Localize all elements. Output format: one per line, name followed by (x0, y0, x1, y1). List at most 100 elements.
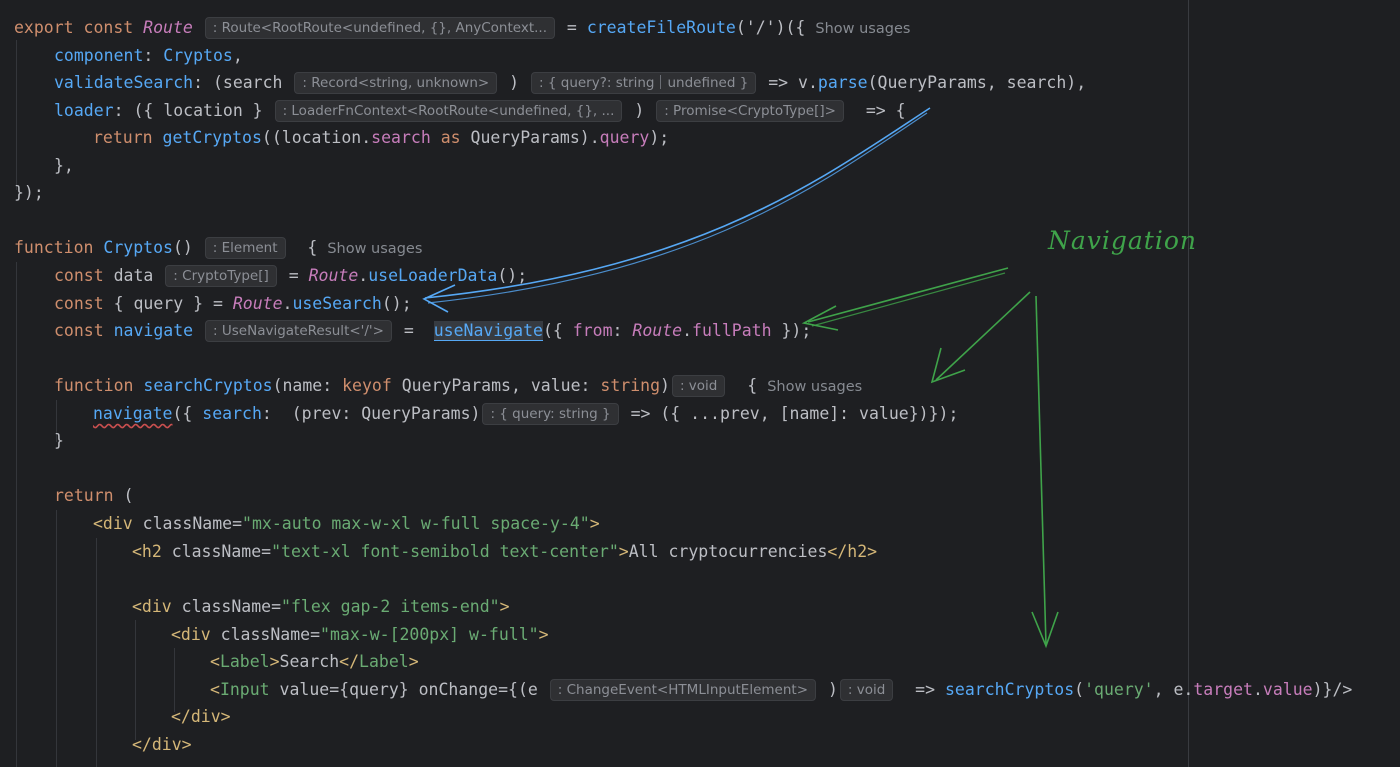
code-line-12[interactable]: const navigate : UseNavigateResult<'/'> … (54, 317, 811, 344)
code-line-6[interactable]: }, (54, 156, 74, 175)
code-line-14[interactable]: function searchCryptos(name: keyof Query… (54, 372, 862, 399)
punct: ) (634, 101, 645, 120)
prop-validate-search: validateSearch (54, 73, 194, 92)
fn-parse: parse (817, 73, 868, 92)
jsx-bracket: > (589, 514, 600, 533)
route-identifier: Route (308, 266, 359, 285)
code-line-22[interactable]: <div className="flex gap-2 items-end"> (132, 593, 510, 620)
string-literal: "text-xl font-semibold text-center" (271, 542, 619, 561)
code-line-27[interactable]: </div> (132, 735, 192, 754)
punct: { (747, 376, 758, 395)
prop-component: component (54, 46, 144, 65)
annotation-green-arrowhead-2 (930, 347, 966, 384)
code-line-3[interactable]: validateSearch: (search : Record<string,… (54, 69, 1086, 96)
code-line-11[interactable]: const { query } = Route.useSearch(); (54, 290, 412, 317)
fn-cryptos: Cryptos (103, 238, 173, 257)
type-hint: : { query: string } (482, 403, 619, 425)
jsx-text: Search (279, 652, 340, 671)
code-line-15[interactable]: navigate({ search: (prev: QueryParams): … (93, 400, 958, 427)
jsx-bracket: > (269, 652, 280, 671)
jsx-bracket: < (210, 652, 220, 671)
route-identifier: Route (232, 294, 283, 313)
punct: . (682, 321, 693, 340)
jsx-component-label-close: Label (359, 652, 409, 671)
code-line-16[interactable]: } (54, 431, 64, 450)
punct: ); (649, 128, 670, 147)
jsx-component-label: Label (219, 652, 270, 671)
jsx-tag-h2: <h2 (132, 542, 162, 561)
code-line-7[interactable]: }); (14, 183, 44, 202)
var-navigate: navigate (113, 321, 194, 340)
show-usages-link[interactable]: Show usages (815, 21, 911, 37)
punct: ) (509, 73, 520, 92)
show-usages-link[interactable]: Show usages (327, 241, 423, 257)
annotation-navigation-label: Navigation (1048, 226, 1198, 255)
jsx-bracket: > (538, 625, 549, 644)
code-line-23[interactable]: <div className="max-w-[200px] w-full"> (171, 621, 549, 648)
show-usages-link[interactable]: Show usages (767, 379, 863, 395)
prop-query: query (599, 128, 650, 147)
call-args: ('/')({ (735, 18, 806, 37)
call-args: => ({ ...prev, [name]: value})}); (620, 404, 959, 423)
jsx-bracket: > (408, 652, 419, 671)
params: : (prev: QueryParams) (261, 404, 481, 423)
punct: (); (381, 294, 412, 313)
string-literal: "max-w-[200px] w-full" (320, 625, 539, 644)
indent-guide (16, 40, 17, 190)
jsx-attr: className= (171, 597, 282, 616)
code-line-10[interactable]: const data : CryptoType[] = Route.useLoa… (54, 262, 527, 289)
code-line-2[interactable]: component: Cryptos, (54, 42, 243, 69)
annotation-blue-arrow-echo (427, 112, 928, 304)
keyword-export: export (14, 18, 74, 37)
var-data: data (113, 266, 154, 285)
code-line-1[interactable]: export const Route : Route<RootRoute<und… (14, 14, 910, 41)
fn-get-cryptos: getCryptos (162, 128, 262, 147)
code-line-25[interactable]: <Input value={query} onChange={(e : Chan… (210, 676, 1352, 703)
type-hint: : Route<RootRoute<undefined, {}, AnyCont… (204, 17, 555, 39)
punct: ((location. (261, 128, 372, 147)
code-line-4[interactable]: loader: ({ location } : LoaderFnContext<… (54, 97, 906, 124)
string-literal: "mx-auto max-w-xl w-full space-y-4" (242, 514, 590, 533)
jsx-attr: className= (132, 514, 243, 533)
punct: ) (660, 376, 670, 395)
call-args: (QueryParams, search), (867, 73, 1087, 92)
jsx-bracket: > (618, 542, 629, 561)
return-type-hint: : void (671, 375, 726, 397)
fn-use-loader-data: useLoaderData (368, 266, 498, 285)
type-hint: : ChangeEvent<HTMLInputElement> (549, 679, 817, 701)
jsx-tag-div: <div (171, 625, 211, 644)
punct: )}/> (1312, 680, 1353, 699)
code-line-19[interactable]: <div className="mx-auto max-w-xl w-full … (93, 510, 600, 537)
operator: = (278, 266, 309, 285)
destructure: { query } = (113, 294, 233, 313)
params: (name: (272, 376, 343, 395)
type-hint: : LoaderFnContext<RootRoute<undefined, {… (274, 100, 623, 122)
jsx-component-input: Input (219, 680, 270, 699)
operator: = (557, 18, 587, 37)
fn-search-cryptos-call: searchCryptos (945, 680, 1075, 699)
code-line-24[interactable]: <Label>Search</Label> (210, 648, 419, 675)
prop-search: search (202, 404, 262, 423)
code-line-18[interactable]: return ( (54, 482, 133, 509)
code-line-5[interactable]: return getCryptos((location.search as Qu… (93, 124, 669, 151)
keyword-function: function (14, 238, 94, 257)
keyword-const: const (83, 18, 134, 37)
punct: : (612, 321, 633, 340)
code-line-26[interactable]: </div> (171, 707, 231, 726)
keyword-return: return (54, 486, 114, 505)
punct: () (172, 238, 193, 257)
code-line-20[interactable]: <h2 className="text-xl font-semibold tex… (132, 538, 877, 565)
fn-search-cryptos: searchCryptos (143, 376, 273, 395)
annotation-green-arrow-3 (1035, 295, 1047, 646)
fn-use-navigate[interactable]: useNavigate (433, 321, 543, 341)
punct: ( (1074, 680, 1085, 699)
prop-full-path: fullPath (692, 321, 772, 340)
prop-value: value (1262, 680, 1313, 699)
params: : ({ location } (113, 101, 263, 120)
annotation-green-arrowhead-1 (801, 305, 839, 331)
prop-loader: loader (54, 101, 114, 120)
fn-use-search: useSearch (292, 294, 382, 313)
code-line-9[interactable]: function Cryptos() : Element {Show usage… (14, 234, 422, 261)
